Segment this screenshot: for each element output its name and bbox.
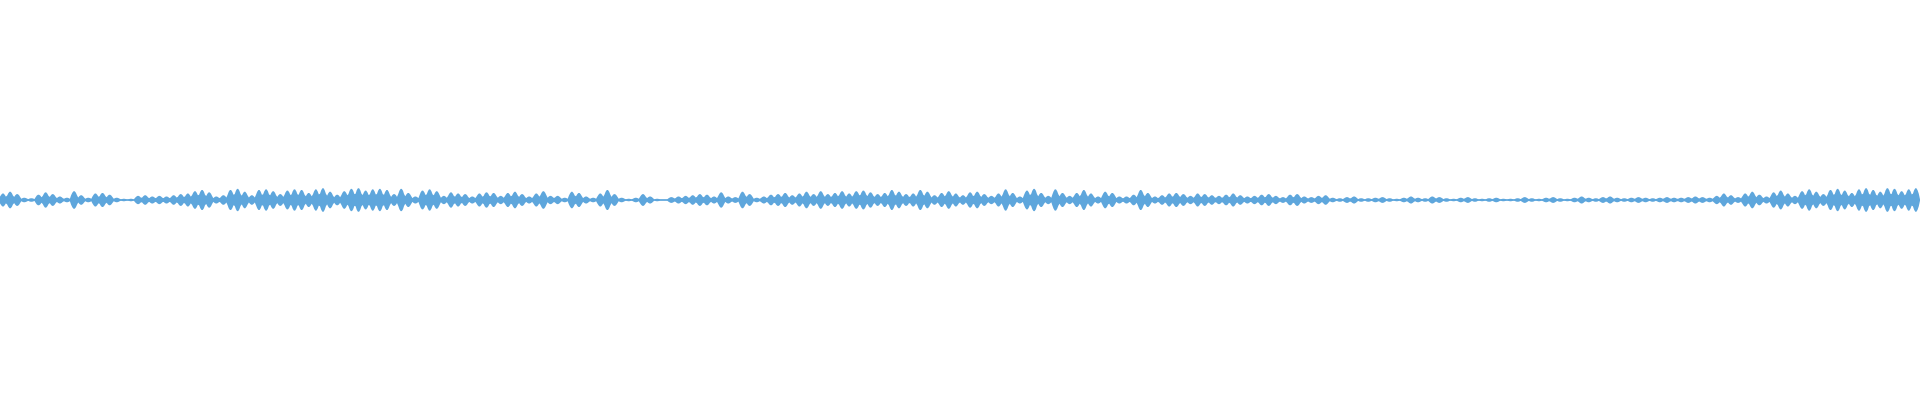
waveform-envelope [0, 188, 1920, 212]
